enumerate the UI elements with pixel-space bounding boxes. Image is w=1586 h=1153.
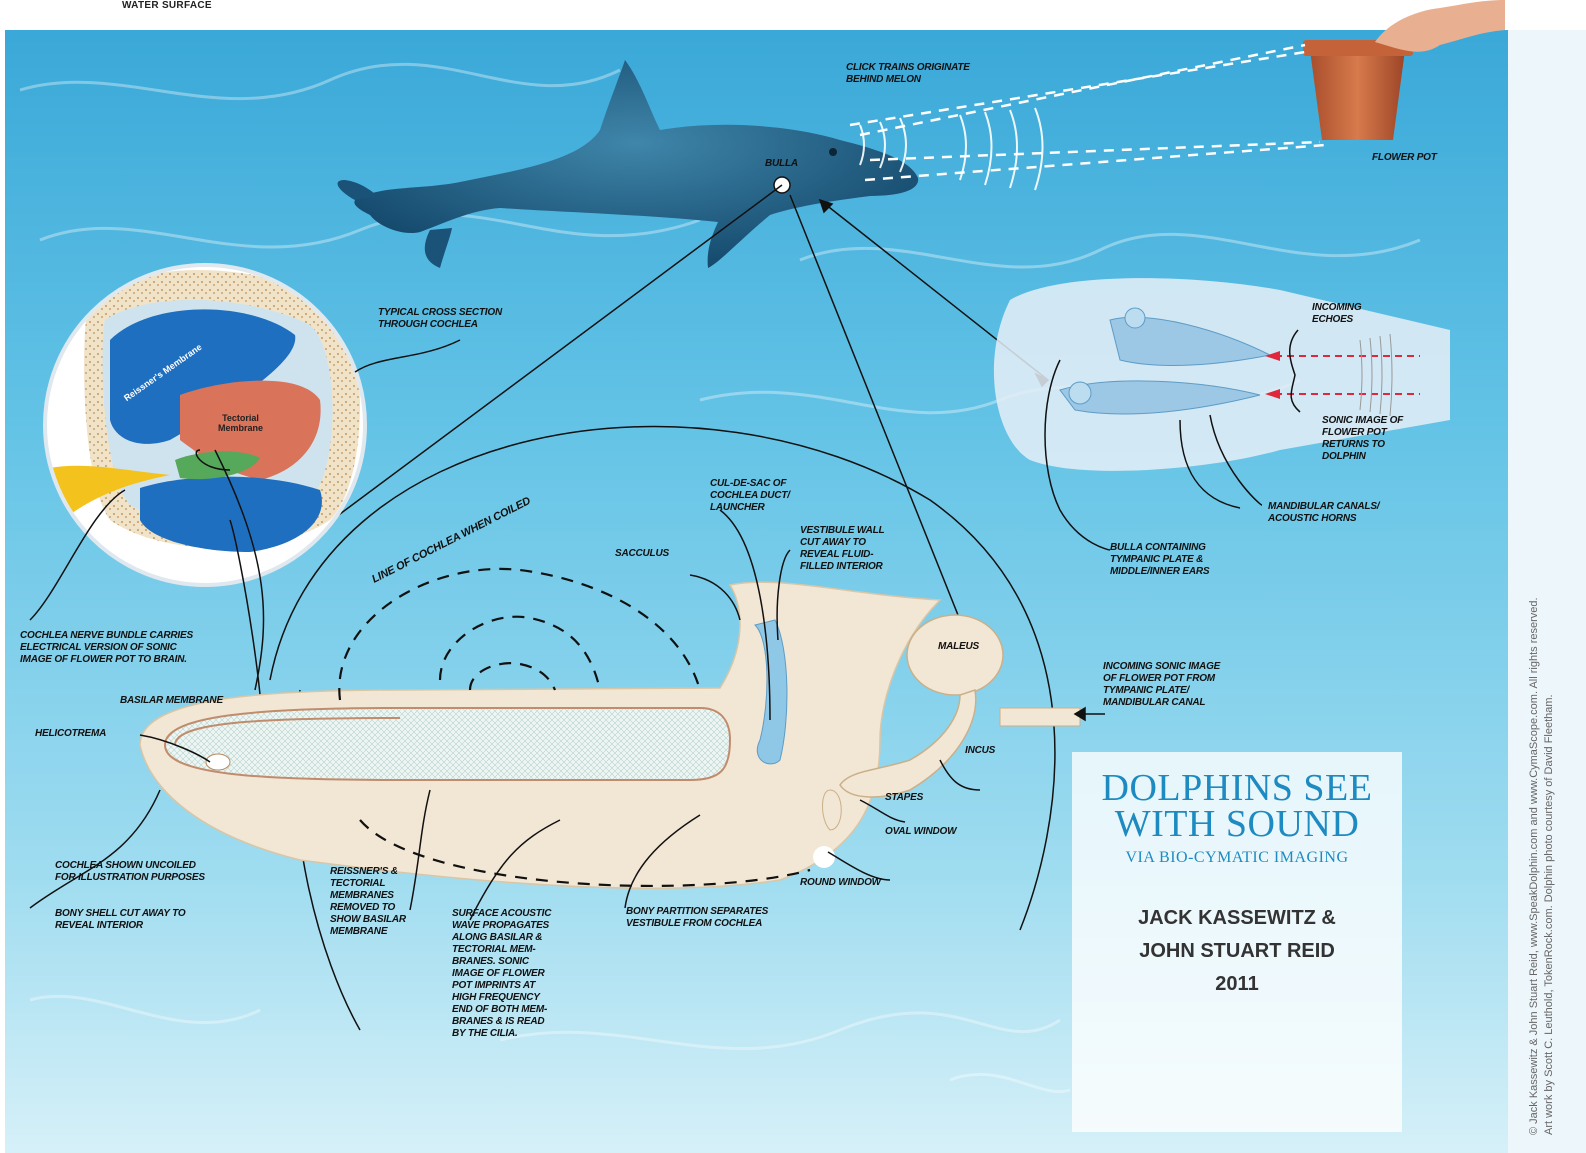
label-cochlea-nerve: COCHLEA NERVE BUNDLE CARRIES ELECTRICAL … [20,630,193,666]
label-oval-window: OVAL WINDOW [885,826,956,838]
authors-and-year: JACK KASSEWITZ & JOHN STUART REID 2011 [1072,902,1402,1001]
label-vestibule-wall: VESTIBULE WALL CUT AWAY TO REVEAL FLUID-… [800,525,884,573]
water-surface-label: WATER SURFACE [122,0,212,11]
label-incus: INCUS [965,745,995,757]
label-bony-partition: BONY PARTITION SEPARATES VESTIBULE FROM … [626,906,768,930]
label-click-trains: CLICK TRAINS ORIGINATE BEHIND MELON [846,62,970,86]
label-tectorial-membrane: Tectorial Membrane [218,413,263,433]
label-surface-acoustic: SURFACE ACOUSTIC WAVE PROPAGATES ALONG B… [452,908,551,1040]
title-panel: DOLPHINS SEE WITH SOUND VIA BIO-CYMATIC … [1072,752,1402,1132]
credit-strip: © Jack Kassewitz & John Stuart Reid, www… [1508,30,1586,1153]
label-reissners: REISSNER'S & TECTORIAL MEMBRANES REMOVED… [330,866,406,938]
label-incoming-echoes: INCOMING ECHOES [1312,302,1362,326]
label-typical-cross-section: TYPICAL CROSS SECTION THROUGH COCHLEA [378,307,502,331]
label-bulla: BULLA [765,158,798,170]
label-cul-de-sac: CUL-DE-SAC OF COCHLEA DUCT/ LAUNCHER [710,478,790,514]
label-helicotrema: HELICOTREMA [35,728,106,740]
subtitle: VIA BIO-CYMATIC IMAGING [1072,849,1402,867]
round-window-opening [813,846,835,868]
main-title: DOLPHINS SEE WITH SOUND [1072,770,1402,842]
label-round-window: ROUND WINDOW [800,877,881,889]
label-basilar-membrane: BASILAR MEMBRANE [120,695,223,707]
credit-line-1: © Jack Kassewitz & John Stuart Reid, www… [1528,597,1540,1135]
label-stapes: STAPES [885,792,923,804]
label-sacculus: SACCULUS [615,548,669,560]
label-cochlea-uncoiled: COCHLEA SHOWN UNCOILED FOR ILLUSTRATION … [55,860,205,884]
label-bulla-containing: BULLA CONTAINING TYMPANIC PLATE & MIDDLE… [1110,542,1209,578]
label-incoming-sonic-image: INCOMING SONIC IMAGE OF FLOWER POT FROM … [1103,661,1220,709]
label-maleus: MALEUS [938,641,979,653]
label-mandibular-canals: MANDIBULAR CANALS/ ACOUSTIC HORNS [1268,501,1379,525]
label-flower-pot: FLOWER POT [1372,152,1437,164]
credit-line-2: Art work by Scott C. Leuthold, TokenRock… [1543,694,1555,1135]
label-sonic-image: SONIC IMAGE OF FLOWER POT RETURNS TO DOL… [1322,415,1403,463]
label-bony-shell: BONY SHELL CUT AWAY TO REVEAL INTERIOR [55,908,185,932]
